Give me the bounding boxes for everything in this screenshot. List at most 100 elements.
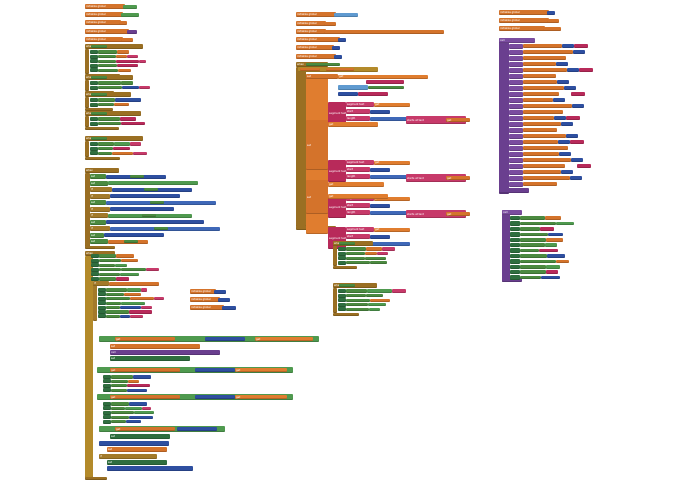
math-block[interactable] — [370, 234, 390, 239]
component-property-block[interactable] — [346, 289, 367, 293]
statement-block[interactable] — [90, 187, 112, 192]
value-block[interactable] — [547, 254, 565, 258]
value-block[interactable] — [130, 142, 141, 146]
value-block[interactable] — [120, 272, 139, 277]
set-block[interactable] — [110, 356, 190, 361]
value-block[interactable] — [115, 98, 141, 102]
value-block[interactable] — [334, 12, 358, 17]
when-event-block[interactable] — [333, 283, 377, 288]
value-block[interactable] — [367, 289, 392, 293]
component-property-block[interactable] — [98, 81, 121, 85]
get-variable-block[interactable] — [523, 74, 556, 79]
event-spine[interactable] — [85, 116, 89, 128]
set-block[interactable] — [510, 216, 520, 221]
get-variable-block[interactable] — [523, 116, 554, 121]
math-block[interactable] — [566, 134, 578, 139]
math-block[interactable] — [556, 62, 568, 67]
value-block[interactable] — [120, 305, 141, 310]
value-block[interactable] — [116, 254, 134, 258]
value-block[interactable] — [556, 259, 569, 264]
set-block[interactable] — [338, 260, 346, 265]
component-property-block[interactable] — [346, 298, 370, 302]
set-block[interactable] — [510, 221, 520, 226]
value-block[interactable] — [116, 59, 139, 63]
value-block[interactable] — [118, 68, 131, 73]
component-get-block[interactable] — [141, 213, 156, 218]
value-block[interactable] — [129, 402, 147, 406]
initialize-global-block[interactable] — [190, 289, 216, 294]
get-variable-block[interactable] — [523, 128, 557, 133]
value-block[interactable] — [541, 275, 560, 280]
set-block[interactable] — [103, 379, 111, 384]
initialize-global-block[interactable] — [85, 12, 123, 17]
value-block[interactable] — [324, 21, 336, 26]
math-compare-block[interactable] — [195, 368, 235, 372]
text-block[interactable] — [358, 92, 388, 96]
component-property-block[interactable] — [99, 263, 115, 267]
list-item-label[interactable] — [509, 98, 523, 103]
statement-block[interactable] — [90, 232, 104, 238]
set-block[interactable] — [510, 237, 520, 242]
component-property-block[interactable] — [520, 243, 545, 247]
initialize-global-block[interactable] — [499, 18, 549, 23]
value-block[interactable] — [334, 54, 342, 59]
set-block[interactable] — [90, 146, 98, 151]
math-block[interactable] — [567, 68, 579, 73]
event-component-name[interactable] — [91, 45, 107, 48]
component-property-block[interactable] — [99, 277, 116, 281]
component-property-block[interactable] — [520, 227, 540, 231]
math-block[interactable] — [338, 92, 358, 96]
component-property-block[interactable] — [520, 254, 547, 258]
value-block[interactable] — [365, 251, 377, 256]
get-variable-block[interactable] — [523, 56, 566, 61]
component-property-block[interactable] — [106, 297, 130, 301]
component-property-block[interactable] — [98, 117, 120, 121]
segment-length[interactable] — [346, 116, 370, 121]
value-block[interactable] — [120, 117, 136, 121]
component-property-block[interactable] — [111, 419, 126, 424]
component-property-block[interactable] — [98, 68, 118, 73]
math-block[interactable] — [559, 152, 571, 157]
segment-length[interactable] — [346, 174, 370, 179]
text-block[interactable] — [570, 140, 584, 145]
set-block[interactable] — [98, 296, 106, 301]
value-block[interactable] — [154, 297, 164, 301]
list-footer[interactable] — [499, 188, 529, 193]
event-component-name[interactable] — [91, 93, 107, 96]
set-block[interactable] — [90, 54, 98, 59]
set-block[interactable] — [338, 302, 346, 307]
set-block[interactable] — [107, 460, 167, 465]
initialize-global-block[interactable] — [296, 45, 334, 50]
value-block[interactable] — [543, 26, 561, 31]
list-item-label[interactable] — [509, 50, 523, 55]
statement-block[interactable] — [90, 200, 106, 205]
list-item-label[interactable] — [509, 182, 523, 187]
list-item-label[interactable] — [509, 44, 523, 49]
component-property-block[interactable] — [111, 388, 127, 392]
set-block[interactable] — [98, 292, 106, 297]
value-block[interactable] — [133, 375, 151, 379]
initialize-global-block[interactable] — [296, 29, 326, 34]
get-variable-block[interactable] — [374, 102, 410, 107]
component-property-block[interactable] — [346, 303, 368, 307]
component-property-block[interactable] — [106, 292, 124, 297]
value-block[interactable] — [540, 227, 554, 231]
value-block[interactable] — [116, 277, 129, 281]
expression-block[interactable] — [106, 220, 204, 224]
math-block[interactable] — [370, 116, 410, 121]
math-block[interactable] — [554, 116, 566, 121]
value-block[interactable] — [539, 248, 558, 253]
value-block[interactable] — [139, 85, 150, 90]
math-block[interactable] — [370, 109, 390, 114]
value-block[interactable] — [112, 151, 133, 155]
set-block[interactable] — [90, 68, 98, 73]
list-block-header[interactable] — [499, 38, 535, 43]
event-component-name[interactable] — [339, 284, 355, 287]
set-variable-block[interactable] — [306, 180, 328, 214]
when-event-block[interactable] — [85, 111, 141, 116]
statement-block[interactable] — [90, 239, 108, 244]
when-event-block[interactable] — [85, 136, 143, 141]
get-variable-block[interactable] — [523, 110, 563, 115]
get-variable-block[interactable] — [523, 152, 559, 157]
value-block[interactable] — [545, 243, 557, 247]
